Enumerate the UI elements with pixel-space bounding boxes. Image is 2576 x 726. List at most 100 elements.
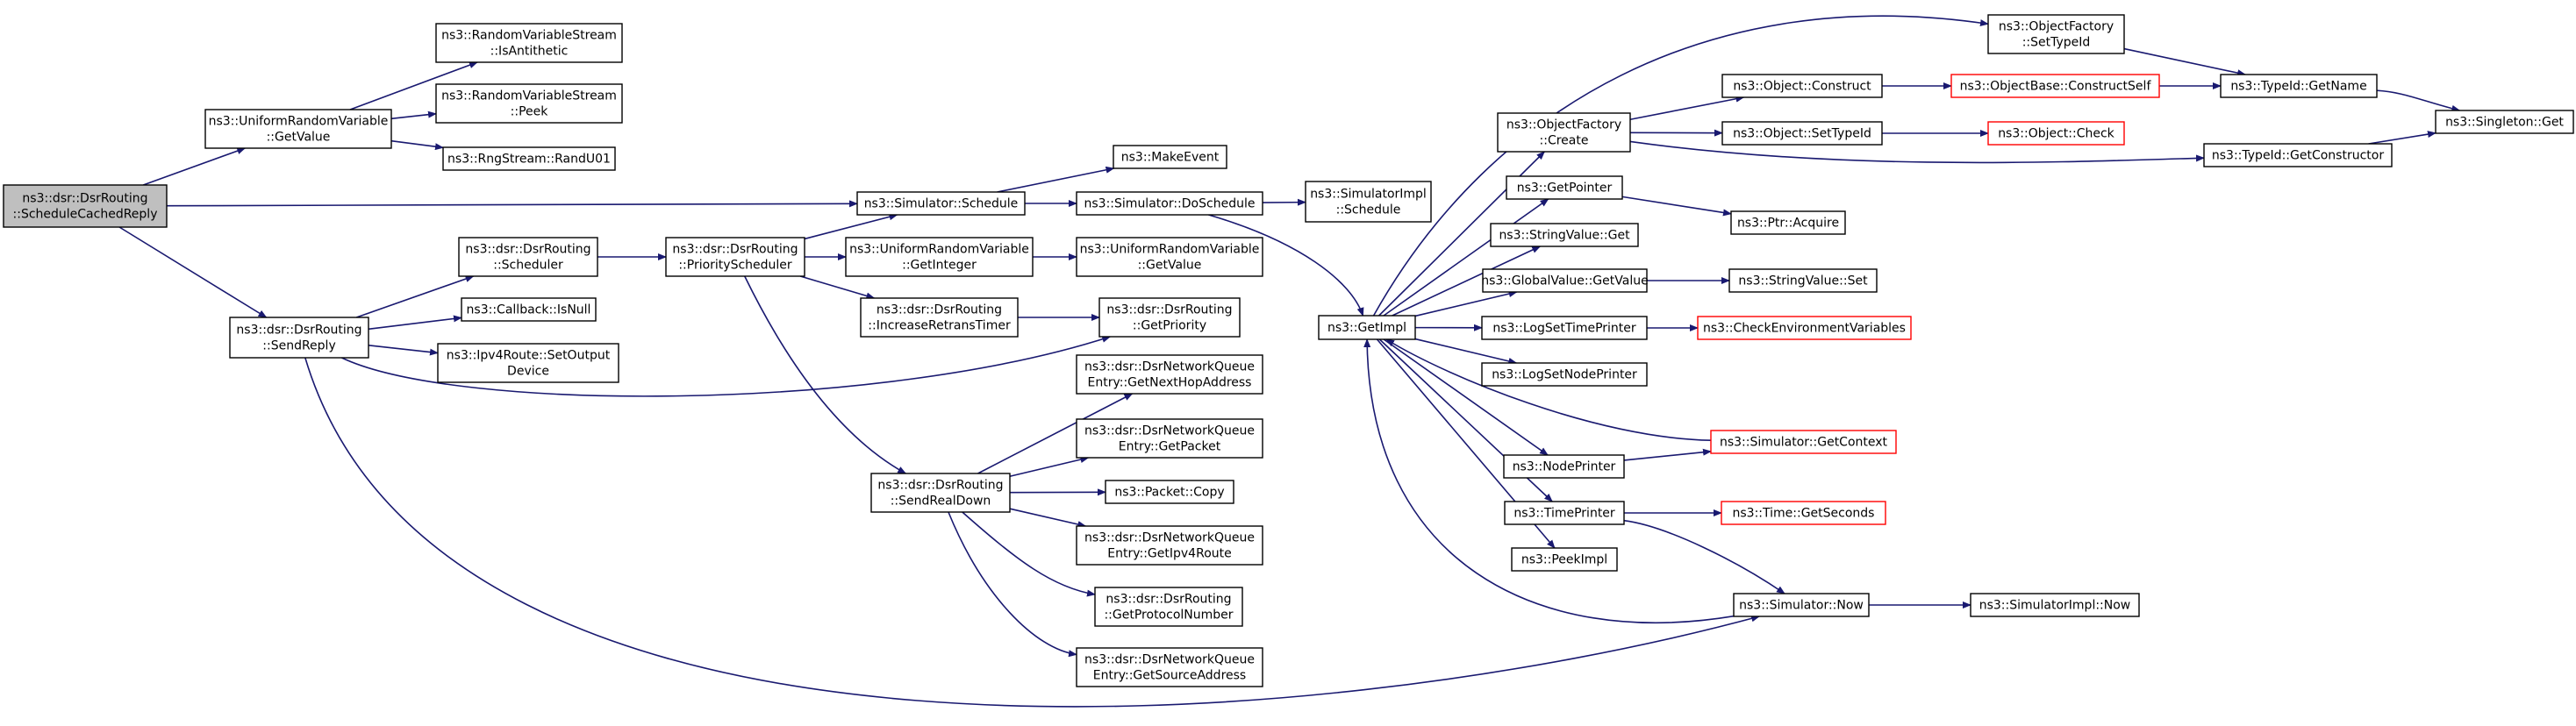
call-edge-getimpl-to-stringvalue_get [1392, 246, 1542, 317]
function-node-nq-getsource[interactable]: ns3::dsr::DsrNetworkQueueEntry::GetSourc… [1076, 647, 1263, 687]
node-label-line: ns3::GetImpl [1327, 321, 1406, 335]
function-node-sim-now[interactable]: ns3::Simulator::Now [1733, 593, 1870, 617]
function-node-typeid-getname[interactable]: ns3::TypeId::GetName [2220, 74, 2378, 98]
function-node-getpointer[interactable]: ns3::GetPointer [1506, 175, 1623, 200]
node-label-line: ns3::UniformRandomVariable [849, 243, 1029, 257]
function-node-globalvalue-getvalue[interactable]: ns3::GlobalValue::GetValue [1481, 268, 1649, 293]
node-box [1697, 316, 1912, 340]
function-node-simimpl-now[interactable]: ns3::SimulatorImpl::Now [1970, 593, 2140, 617]
node-label-line: Entry::GetNextHopAddress [1088, 376, 1252, 390]
call-edge-urv_getvalue-to-rvs_peek [390, 110, 437, 120]
function-node-cb-isnull[interactable]: ns3::Callback::IsNull [461, 297, 597, 322]
function-node-sim-getcontext[interactable]: ns3::Simulator::GetContext [1710, 430, 1897, 454]
node-label-line: ns3::Simulator::Schedule [864, 197, 1019, 211]
node-label-line: ns3::Ptr::Acquire [1737, 217, 1839, 231]
function-node-root[interactable]: ns3::dsr::DsrRouting::ScheduleCachedRepl… [3, 184, 168, 228]
function-node-stringvalue-get[interactable]: ns3::StringValue::Get [1490, 223, 1639, 247]
function-node-timeprinter[interactable]: ns3::TimePrinter [1504, 501, 1625, 525]
function-node-rvs-isantithetic[interactable]: ns3::RandomVariableStream::IsAntithetic [435, 23, 623, 63]
node-box [1076, 418, 1263, 459]
function-node-dsr-sendreply[interactable]: ns3::dsr::DsrRouting::SendReply [229, 317, 369, 359]
node-label-line: Entry::GetSourceAddress [1093, 669, 1246, 683]
function-node-dsr-sendrealdown[interactable]: ns3::dsr::DsrRouting::SendRealDown [870, 473, 1011, 513]
function-node-dsr-incretrans[interactable]: ns3::dsr::DsrRouting::IncreaseRetransTim… [860, 297, 1019, 338]
function-node-dsr-scheduler[interactable]: ns3::dsr::DsrRouting::Scheduler [458, 237, 598, 277]
function-node-nq-getipv4route[interactable]: ns3::dsr::DsrNetworkQueueEntry::GetIpv4R… [1076, 525, 1263, 566]
call-edge-dsr_sendreply-to-sim_now [304, 357, 1761, 708]
node-box [437, 343, 619, 383]
node-label-line: ns3::UniformRandomVariable [209, 115, 389, 129]
node-box [1733, 593, 1870, 617]
node-box [1503, 454, 1625, 479]
function-node-sim-schedule[interactable]: ns3::Simulator::Schedule [856, 191, 1026, 216]
function-node-simimpl-schedule[interactable]: ns3::SimulatorImpl::Schedule [1305, 181, 1432, 223]
function-node-singleton-get[interactable]: ns3::Singleton::Get [2435, 110, 2574, 134]
call-edge-dsr_sendrealdown-to-nq_getsource [948, 511, 1077, 658]
function-node-sim-doschedule[interactable]: ns3::Simulator::DoSchedule [1076, 191, 1263, 216]
node-label-line: ns3::dsr::DsrNetworkQueue [1084, 653, 1255, 667]
node-label-line: ::ScheduleCachedReply [13, 208, 158, 222]
node-label-line: ns3::dsr::DsrRouting [672, 243, 798, 257]
call-edge-typeid_getconstructor-to-singleton_get [2368, 131, 2436, 145]
function-node-obj-settypeid[interactable]: ns3::Object::SetTypeId [1721, 121, 1883, 146]
call-edge-dsr_priosched-to-sim_schedule [804, 213, 898, 240]
function-node-nq-nexthop[interactable]: ns3::dsr::DsrNetworkQueueEntry::GetNextH… [1076, 354, 1263, 395]
node-box [1098, 297, 1241, 338]
call-edge-sim_doschedule-to-getimpl [1208, 214, 1364, 317]
function-node-getimpl[interactable]: ns3::GetImpl [1318, 315, 1416, 340]
node-label-line: ns3::Ipv4Route::SetOutput [447, 349, 611, 363]
function-node-dsr-priosched[interactable]: ns3::dsr::DsrRouting::PriorityScheduler [665, 237, 805, 277]
function-node-logsetnodeprinter[interactable]: ns3::LogSetNodePrinter [1481, 362, 1648, 387]
function-node-obj-check[interactable]: ns3::Object::Check [1987, 121, 2125, 146]
function-node-urv-getvalue[interactable]: ns3::UniformRandomVariable::GetValue [204, 109, 392, 149]
node-box [1497, 112, 1631, 153]
call-edge-getimpl-to-logsetnodeprinter [1414, 338, 1518, 365]
node-label-line: ns3::dsr::DsrNetworkQueue [1084, 531, 1255, 545]
function-node-of-settypeid[interactable]: ns3::ObjectFactory::SetTypeId [1987, 14, 2125, 54]
function-node-nq-getpacket[interactable]: ns3::dsr::DsrNetworkQueueEntry::GetPacke… [1076, 418, 1263, 459]
function-node-obj-construct[interactable]: ns3::Object::Construct [1721, 74, 1883, 98]
node-box [1950, 74, 2160, 98]
node-box [1970, 593, 2140, 617]
node-box [1710, 430, 1897, 454]
function-node-time-getseconds[interactable]: ns3::Time::GetSeconds [1721, 501, 1886, 525]
function-node-dsr-getprotonum[interactable]: ns3::dsr::DsrRouting::GetProtocolNumber [1094, 587, 1243, 627]
node-box [1490, 223, 1639, 247]
node-label-line: ::GetPriority [1133, 319, 1206, 333]
function-node-nodeprinter[interactable]: ns3::NodePrinter [1503, 454, 1625, 479]
function-node-rvs-peek[interactable]: ns3::RandomVariableStream::Peek [435, 83, 623, 124]
node-box [845, 237, 1034, 277]
function-node-urv-getvalue2[interactable]: ns3::UniformRandomVariable::GetValue [1076, 237, 1263, 277]
function-node-peekimpl[interactable]: ns3::PeekImpl [1511, 547, 1618, 572]
function-node-stringvalue-set[interactable]: ns3::StringValue::Set [1728, 268, 1878, 293]
node-label-line: ns3::PeekImpl [1521, 553, 1607, 567]
function-node-objbase-constructself[interactable]: ns3::ObjectBase::ConstructSelf [1950, 74, 2160, 98]
node-box [1987, 14, 2125, 54]
node-label-line: ns3::Simulator::Now [1739, 599, 1864, 613]
node-box [1506, 175, 1623, 200]
function-node-rngstream[interactable]: ns3::RngStream::RandU01 [442, 146, 616, 171]
node-label-line: ns3::dsr::DsrNetworkQueue [1084, 424, 1255, 438]
node-box [1076, 191, 1263, 216]
call-edge-of_create-to-obj_construct [1629, 95, 1745, 121]
node-label-line: ns3::LogSetNodePrinter [1492, 368, 1637, 382]
function-node-ptr-acquire[interactable]: ns3::Ptr::Acquire [1730, 210, 1846, 235]
function-node-makeevent[interactable]: ns3::MakeEvent [1113, 145, 1227, 169]
call-edge-dsr_sendreply-to-cb_isnull [368, 315, 462, 331]
node-label-line: ns3::Object::Check [1998, 127, 2114, 141]
node-label-line: ns3::NodePrinter [1513, 460, 1616, 474]
function-node-logsettimeprinter[interactable]: ns3::LogSetTimePrinter [1481, 316, 1648, 340]
node-label-line: ns3::dsr::DsrRouting [877, 303, 1002, 317]
function-node-of-create[interactable]: ns3::ObjectFactory::Create [1497, 112, 1631, 153]
function-node-urv-getinteger[interactable]: ns3::UniformRandomVariable::GetInteger [845, 237, 1034, 277]
function-node-typeid-getconstructor[interactable]: ns3::TypeId::GetConstructor [2203, 143, 2393, 167]
function-node-dsr-getpriority[interactable]: ns3::dsr::DsrRouting::GetPriority [1098, 297, 1241, 338]
function-node-checkenvvars[interactable]: ns3::CheckEnvironmentVariables [1697, 316, 1912, 340]
node-label-line: ns3::Simulator::GetContext [1720, 436, 1888, 450]
node-label-line: ns3::Callback::IsNull [467, 303, 591, 317]
function-node-packet-copy[interactable]: ns3::Packet::Copy [1105, 480, 1234, 504]
call-edge-urv_getvalue-to-rngstream [390, 139, 444, 151]
node-box [1504, 501, 1625, 525]
